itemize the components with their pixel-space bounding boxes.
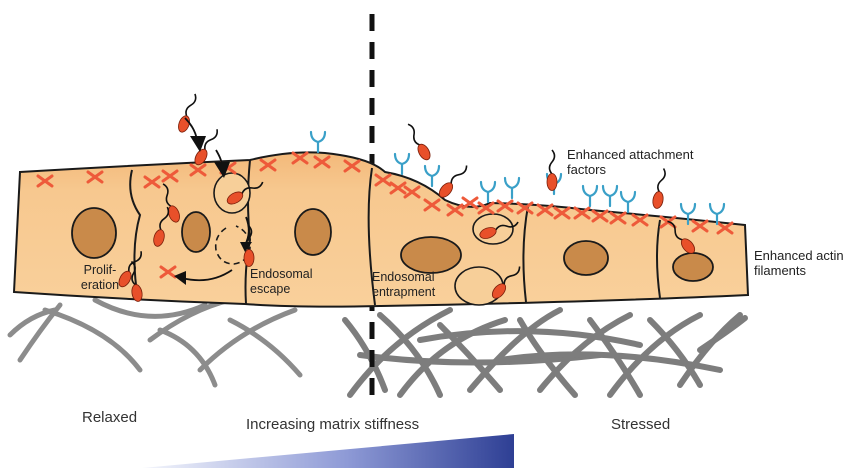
attachment-factor-receptor bbox=[583, 186, 597, 206]
endosome-3 bbox=[455, 267, 503, 305]
bacterium bbox=[176, 92, 199, 133]
label-endosomal-entrapment: Endosomal entrapment bbox=[372, 270, 435, 300]
endosome-1 bbox=[214, 173, 250, 213]
label-stressed: Stressed bbox=[611, 417, 670, 432]
attachment-factor-receptor bbox=[481, 182, 495, 202]
nucleus-3 bbox=[295, 209, 331, 255]
label-enhanced-attachment-factors: Enhanced attachment factors bbox=[567, 147, 742, 177]
attachment-factor-receptor bbox=[395, 154, 409, 174]
attachment-factor-receptor bbox=[505, 178, 519, 198]
label-enhanced-actin-filaments: Enhanced actin filaments bbox=[754, 248, 846, 278]
nucleus-2 bbox=[182, 212, 210, 252]
nucleus-6 bbox=[673, 253, 713, 281]
nucleus-1 bbox=[72, 208, 116, 258]
matrix-fibers-stressed bbox=[345, 310, 745, 395]
nucleus-5 bbox=[564, 241, 608, 275]
label-proliferation: Prolif- eration bbox=[72, 263, 128, 293]
bacterium bbox=[547, 150, 557, 191]
attachment-factor-receptor bbox=[425, 166, 439, 186]
matrix-fibers-relaxed bbox=[10, 300, 300, 385]
label-increasing-matrix-stiffness: Increasing matrix stiffness bbox=[246, 417, 419, 432]
stiffness-gradient-wedge bbox=[142, 434, 514, 468]
label-endosomal-escape: Endosomal escape bbox=[250, 267, 313, 297]
attachment-factor-receptor bbox=[603, 186, 617, 206]
attachment-factor-receptor bbox=[621, 192, 635, 212]
bacterium bbox=[437, 162, 471, 199]
nucleus-4 bbox=[401, 237, 461, 273]
attachment-factor-receptor bbox=[311, 132, 325, 152]
label-relaxed: Relaxed bbox=[82, 410, 137, 425]
